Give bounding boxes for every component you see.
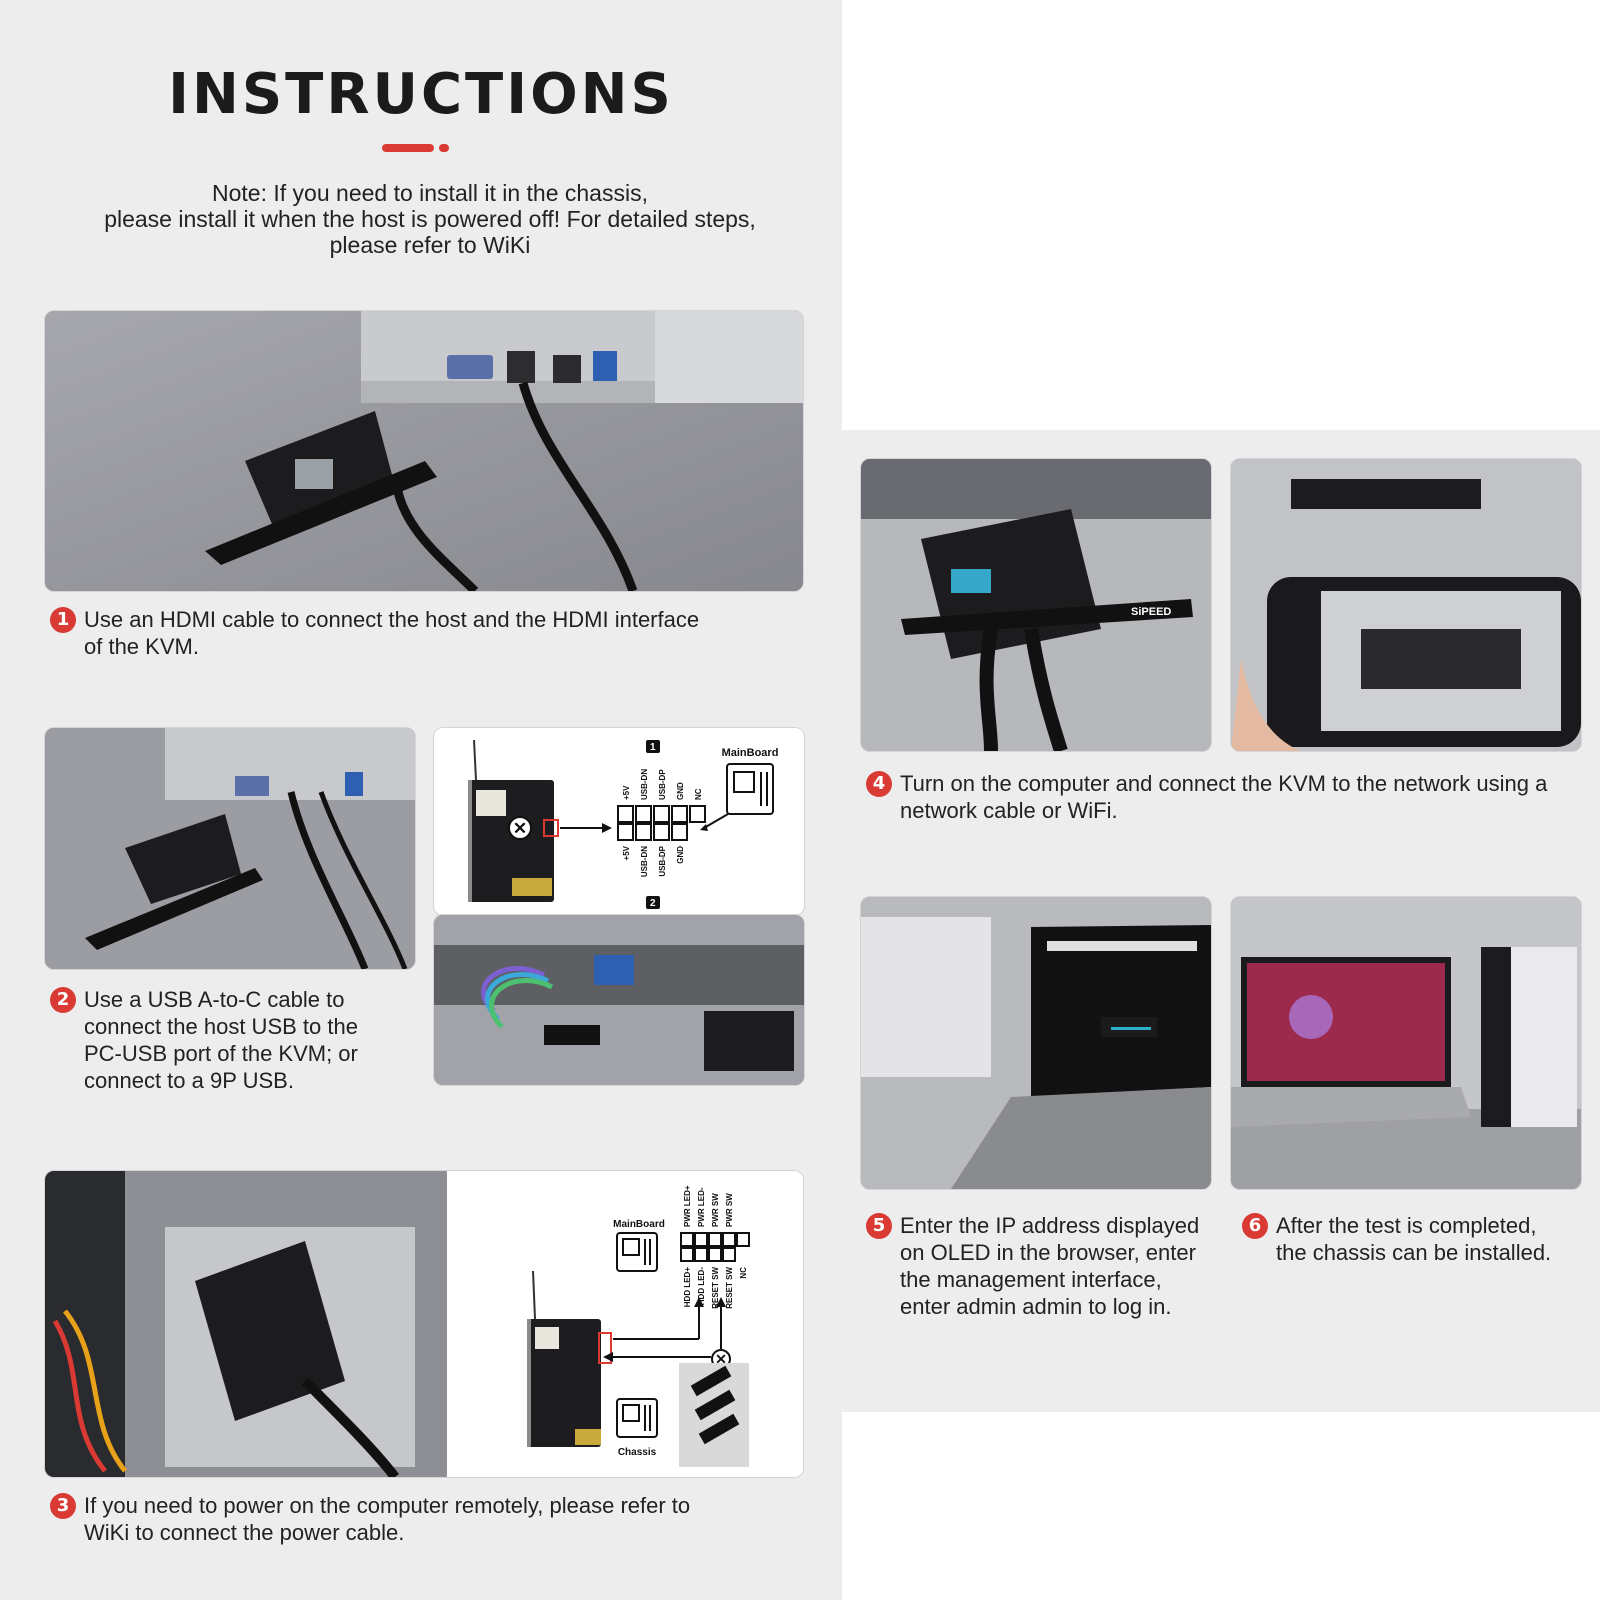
accent-bar-dot [439, 144, 449, 152]
pin-label: +5V [622, 785, 631, 800]
blocked-x-icon: ✕ [715, 1351, 727, 1367]
usb-row-2-label: 2 [650, 898, 656, 909]
photo-hdmi-connection [44, 310, 804, 592]
step-3-text: If you need to power on the computer rem… [84, 1492, 804, 1546]
pin-label: RESET SW [725, 1267, 734, 1309]
pin-label: USB-DP [658, 769, 667, 800]
step-5-text: Enter the IP address displayed on OLED i… [900, 1212, 1220, 1320]
step-number-badge: 3 [50, 1493, 76, 1519]
step-6-text: After the test is completed, the chassis… [1276, 1212, 1596, 1266]
pin-label: GND [676, 846, 685, 864]
pin-label: GND [676, 782, 685, 800]
row-tag [646, 740, 660, 753]
note-line-1: Note: If you need to install it in the c… [212, 180, 648, 206]
usb-mainboard-label: MainBoard [722, 747, 779, 759]
step-line: Use an HDMI cable to connect the host an… [84, 607, 700, 632]
step-3-figure: ✕ MainBoard Chassis [44, 1170, 804, 1478]
step-number-badge: 1 [50, 607, 76, 633]
page-title: INSTRUCTIONS [168, 62, 674, 127]
pin-label: PWR SW [725, 1193, 734, 1227]
step-line: connect to a 9P USB. [84, 1068, 294, 1093]
photo-usb-connection [44, 727, 416, 970]
pin-label: RESET SW [711, 1267, 720, 1309]
photo-chassis-installed [1230, 896, 1582, 1190]
step-line: connect the host USB to the [84, 1014, 358, 1039]
pin-label: USB-DN [640, 769, 649, 800]
diagram-usb-header: ✕ MainBoard 1 2 +5V USB-DN USB-DP GND NC +5V U… [433, 727, 805, 916]
step-1-text: Use an HDMI cable to connect the host an… [84, 606, 804, 660]
photo-kvm-phone-check [1230, 458, 1582, 752]
step-line: network cable or WiFi. [900, 798, 1118, 823]
step-line: on OLED in the browser, enter [900, 1240, 1196, 1265]
step-line: PC-USB port of the KVM; or [84, 1041, 358, 1066]
step-line: If you need to power on the computer rem… [84, 1493, 691, 1518]
accent-bar-long [382, 144, 434, 152]
step-line: Turn on the computer and connect the KVM… [900, 771, 1548, 796]
note-line-2: please install it when the host is power… [104, 206, 756, 232]
step-line: of the KVM. [84, 634, 199, 659]
step-line: Use a USB A-to-C cable to [84, 987, 345, 1012]
photo-laptop-login [860, 896, 1212, 1190]
power-chassis-label: Chassis [618, 1447, 657, 1458]
step-line: the chassis can be installed. [1276, 1240, 1552, 1265]
pin-label: HDD LED+ [683, 1267, 692, 1308]
bracket-brand: SiPEED [1131, 606, 1171, 618]
row-tag [646, 896, 660, 909]
pin-label: +5V [622, 845, 631, 860]
step-line: Enter the IP address displayed [900, 1213, 1200, 1238]
step-number-badge: 5 [866, 1213, 892, 1239]
step-line: WiKi to connect the power cable. [84, 1520, 405, 1545]
note-line-3: please refer to WiKi [329, 232, 531, 258]
photo-9p-usb-cable [433, 914, 805, 1086]
pin-label: PWR SW [711, 1193, 720, 1227]
photo-power-install: ✕ MainBoard Chassis [45, 1171, 803, 1477]
step-number-badge: 4 [866, 771, 892, 797]
blocked-x-icon: ✕ [513, 819, 527, 838]
usb-row-1-label: 1 [650, 742, 656, 753]
pin-label: PWR LED+ [683, 1185, 692, 1227]
pin-label: USB-DN [640, 846, 649, 877]
step-4-text: Turn on the computer and connect the KVM… [900, 770, 1600, 824]
pin-label: HDD LED- [697, 1267, 706, 1306]
step-line: enter admin admin to log in. [900, 1294, 1172, 1319]
pin-label: PWR LED- [697, 1187, 706, 1227]
pin-label: NC [739, 1267, 748, 1279]
diagram-power-header: ✕ MainBoard Chassis [527, 1185, 750, 1467]
step-number-badge: 6 [1242, 1213, 1268, 1239]
step-2-text: Use a USB A-to-C cable to connect the ho… [84, 986, 434, 1094]
pin-label: USB-DP [658, 845, 667, 876]
photo-kvm-network-cable: SiPEED [860, 458, 1212, 752]
pin-label: NC [694, 788, 703, 800]
step-line: the management interface, [900, 1267, 1162, 1292]
pin-header-top [617, 805, 706, 841]
install-note: Note: If you need to install it in the c… [30, 180, 830, 258]
power-mainboard-label: MainBoard [613, 1219, 665, 1230]
step-line: After the test is completed, [1276, 1213, 1537, 1238]
step-number-badge: 2 [50, 987, 76, 1013]
